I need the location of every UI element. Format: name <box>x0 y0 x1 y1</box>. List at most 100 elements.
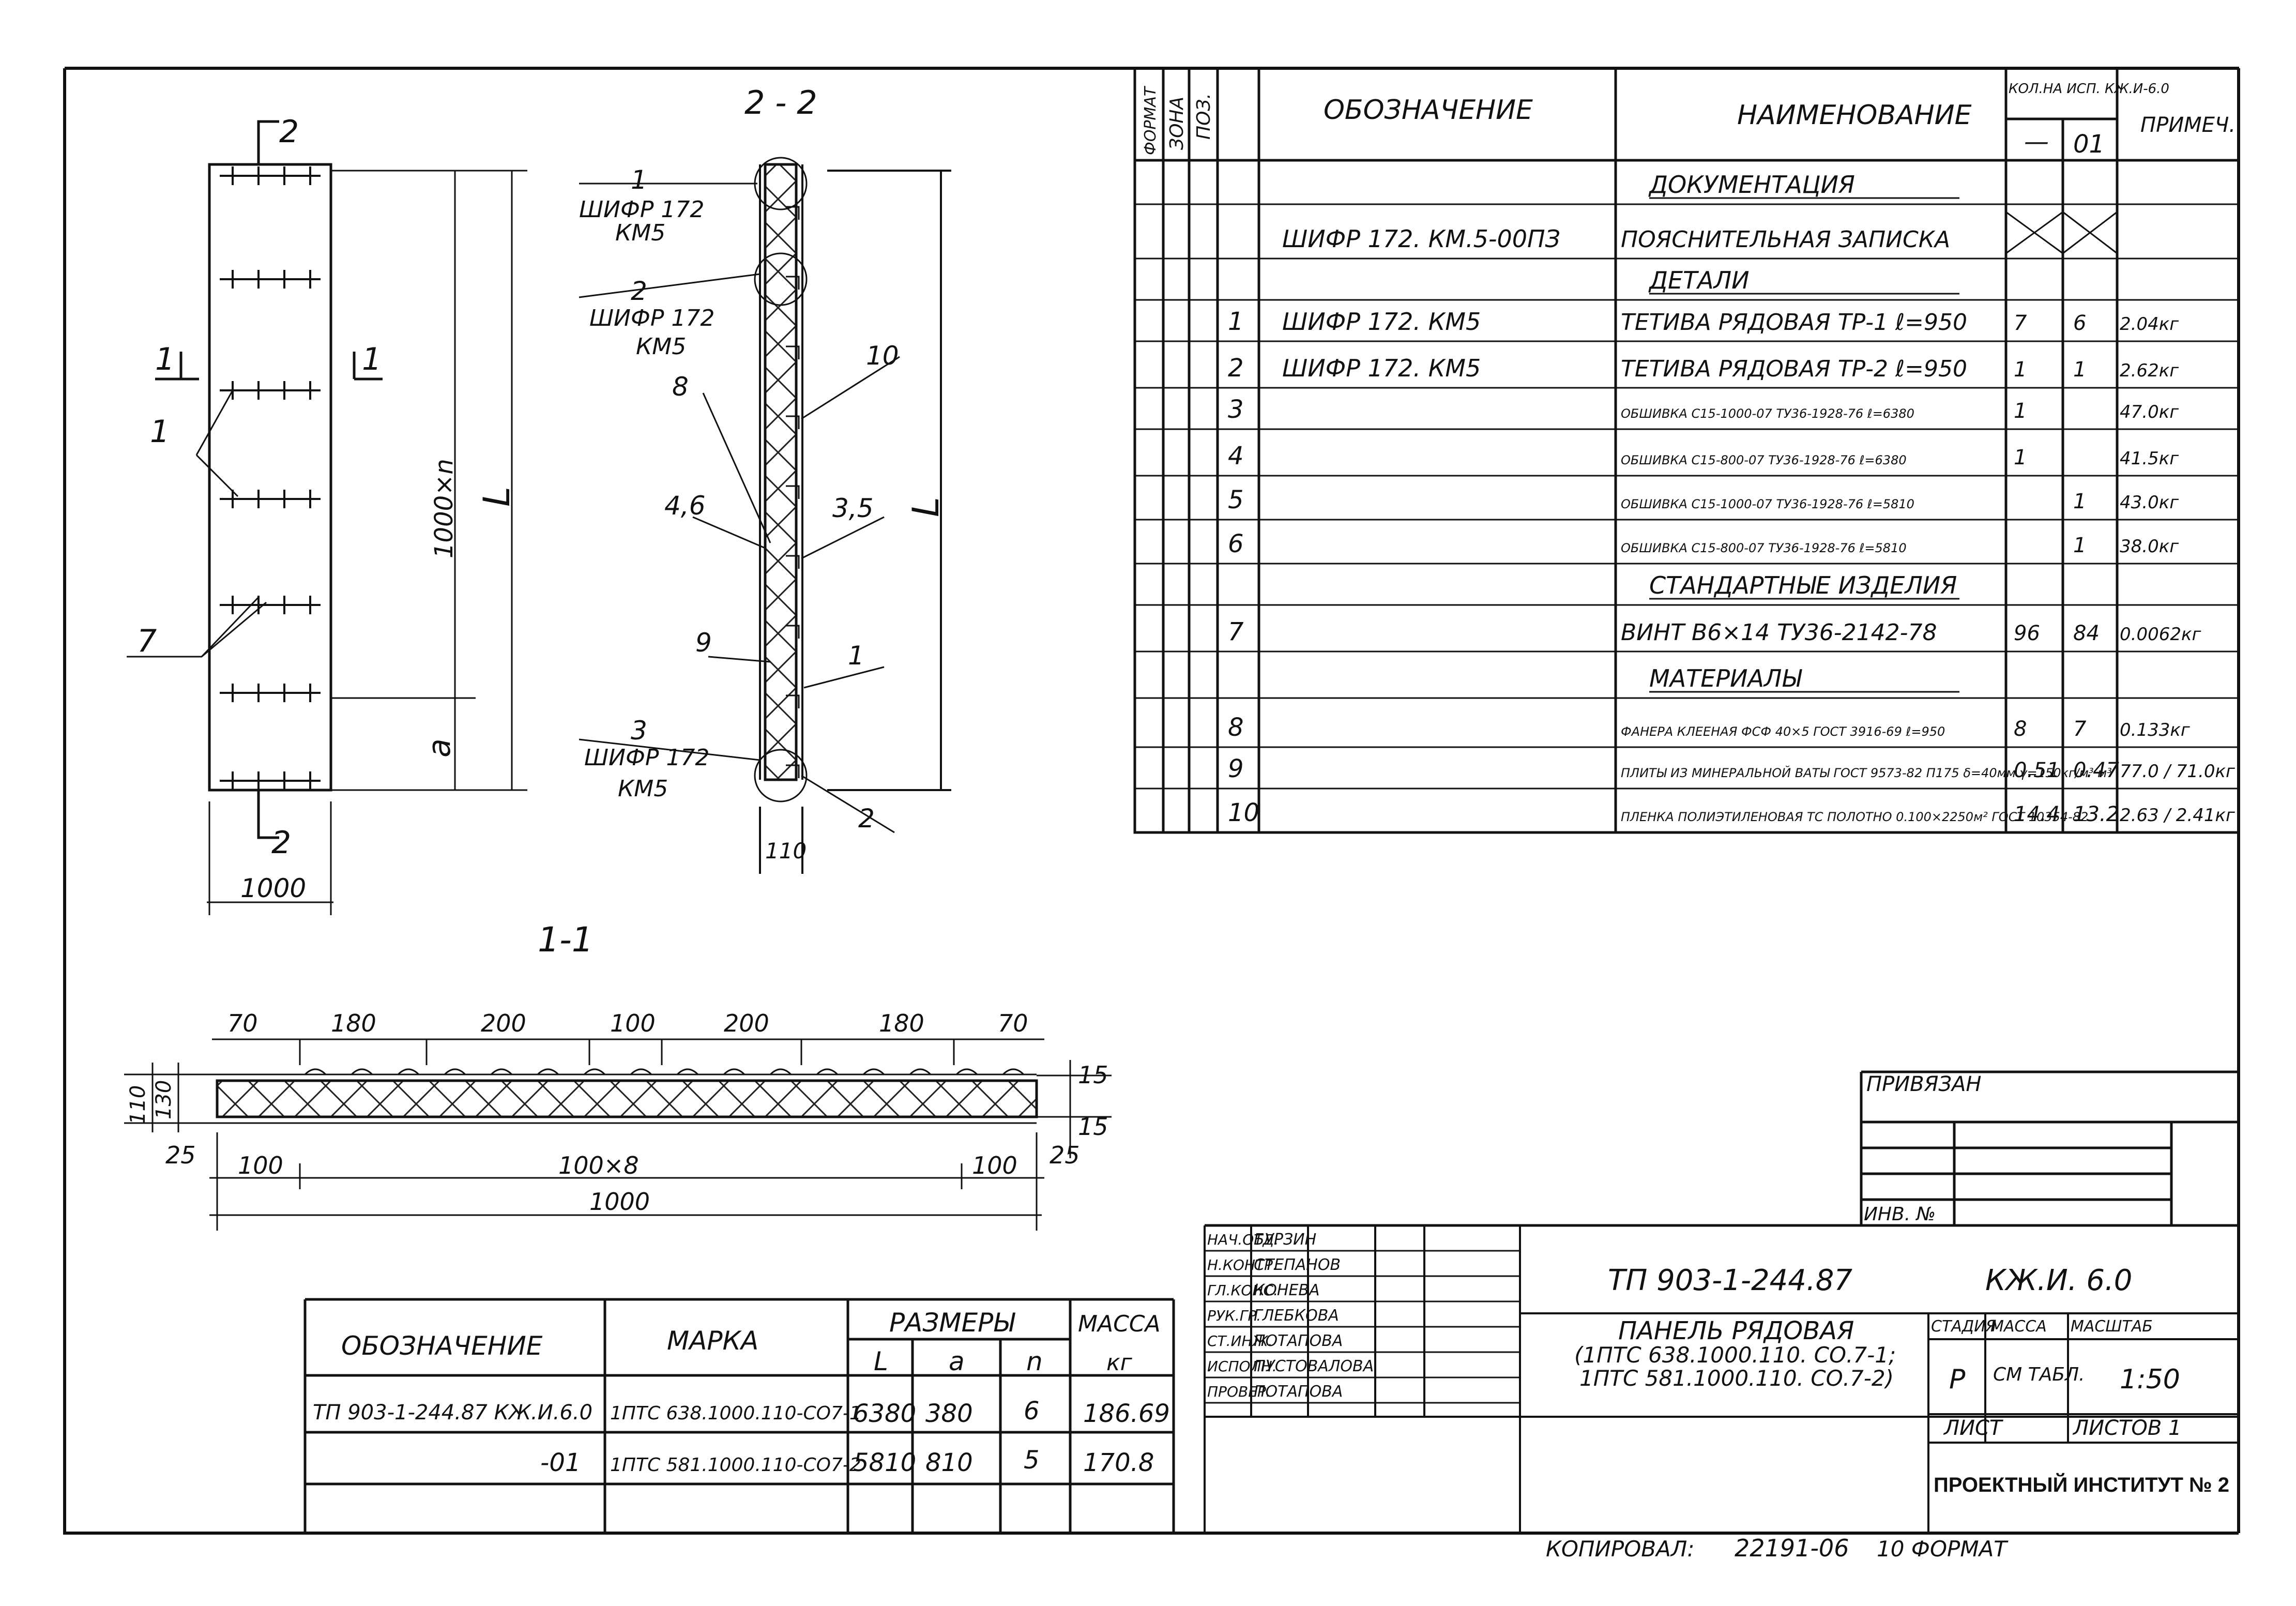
marks-header-mass-unit: кг <box>1106 1350 1133 1376</box>
sec11-dim-top-2: 180 <box>331 1009 376 1037</box>
sec11-dim-130: 130 <box>152 1080 176 1119</box>
spec-pos: 2 <box>1228 354 1244 383</box>
callout-10: 10 <box>866 341 899 371</box>
sheet-label: ЛИСТ <box>1943 1416 2004 1440</box>
panel-stud-row <box>220 166 321 185</box>
sec11-dim-top-7: 70 <box>998 1009 1028 1037</box>
spec-note: 41.5кг <box>2120 448 2179 469</box>
spec-header-designation: ОБОЗНАЧЕНИЕ <box>1324 95 1533 126</box>
spec-designation: ШИФР 172. КМ5 <box>1282 308 1481 336</box>
title-line-2: (1ПТС 638.1000.110. СО.7-1; <box>1574 1342 1896 1368</box>
section-rib <box>786 764 800 778</box>
role-title: СТ.ИНЖ. <box>1207 1332 1273 1350</box>
format-label: 10 ФОРМАТ <box>1877 1536 2009 1562</box>
spec-header-qty-a: — <box>2024 127 2049 156</box>
spec-pos: 9 <box>1228 754 1244 783</box>
section-2-2-title: 2 - 2 <box>744 84 817 122</box>
scale-header: МАСШТАБ <box>2071 1317 2153 1336</box>
role-name: ПОТАПОВА <box>1254 1383 1343 1401</box>
spec-section-heading: СТАНДАРТНЫЕ ИЗДЕЛИЯ <box>1649 571 1957 599</box>
spec-note: 2.04кг <box>2120 314 2179 335</box>
role-name: ПОТАПОВА <box>1254 1332 1343 1350</box>
spec-qty-a: 0.51 <box>2014 759 2060 782</box>
spec-qty-a: 96 <box>2014 622 2040 645</box>
marks-row1-designation: ТП 903-1-244.87 КЖ.И.6.0 <box>313 1401 592 1425</box>
spec-note: 77.0 / 71.0кг <box>2120 761 2236 782</box>
spec-qty-b: 1 <box>2073 534 2086 557</box>
sec11-dim-top-1: 70 <box>227 1009 258 1037</box>
spec-header-qty-b: 01 <box>2073 130 2105 159</box>
cut-mark-2-bottom: 2 <box>271 825 291 861</box>
panel-elevation: 2 2 1 1 1 7 1000×n L a 1000 <box>127 114 527 915</box>
sheet-corrugation <box>630 1068 652 1075</box>
sheet-corrugation <box>444 1068 466 1075</box>
spec-name: ОБШИВКА С15-800-07 ТУ36-1928-76 ℓ=6380 <box>1621 453 1907 467</box>
section-1-1: 1-1 70 180 200 100 200 180 70 110 130 15… <box>124 920 1112 1231</box>
sec11-dim-top-6: 180 <box>879 1009 924 1037</box>
sheet-corrugation <box>304 1068 327 1075</box>
marks-row1-mark: 1ПТС 638.1000.110-СО7-1 <box>610 1403 861 1424</box>
role-name: ПУСТОВАЛОВА <box>1254 1357 1374 1375</box>
stage-value: Р <box>1949 1364 1966 1395</box>
pos-7-label: 7 <box>137 623 157 659</box>
spec-qty-b: 0.47 <box>2073 759 2120 782</box>
section-rib <box>786 625 800 639</box>
spec-pos: 8 <box>1228 713 1244 742</box>
cut-mark-2-top: 2 <box>279 114 299 150</box>
callout-km5-2: КМ5 <box>636 334 686 360</box>
role-title: ИСПОЛН. <box>1207 1358 1277 1375</box>
panel-stud-row <box>220 490 321 508</box>
dim-1000n: 1000×n <box>430 459 459 558</box>
pos-1-label: 1 <box>150 414 170 450</box>
spec-designation: ШИФР 172. КМ5 <box>1282 354 1481 382</box>
callout-shifr-3: ШИФР 172 <box>584 745 709 771</box>
sheet-corrugation <box>955 1068 978 1075</box>
panel-stud-row <box>220 771 321 790</box>
marks-header-mark: МАРКА <box>667 1326 758 1356</box>
footer: КОПИРОВАЛ: 22191-06 10 ФОРМАТ <box>1546 1534 2009 1562</box>
spec-qty-b: 13.2 <box>2073 802 2119 826</box>
spec-name: ОБШИВКА С15-1000-07 ТУ36-1928-76 ℓ=6380 <box>1621 406 1914 421</box>
callout-9: 9 <box>695 628 712 658</box>
spec-pos: 4 <box>1228 442 1244 471</box>
sheet-corrugation <box>862 1068 885 1075</box>
cut-mark-1-right: 1 <box>362 341 382 377</box>
spec-pos: 5 <box>1228 486 1244 514</box>
section-rib <box>786 206 800 220</box>
spec-note: 38.0кг <box>2120 536 2179 557</box>
marks-header-designation: ОБОЗНАЧЕНИЕ <box>341 1331 543 1361</box>
callout-km5-3: КМ5 <box>618 776 668 802</box>
spec-pos: 3 <box>1228 395 1244 424</box>
sec11-dim-110: 110 <box>126 1085 150 1125</box>
callout-shifr-2: ШИФР 172 <box>589 305 714 331</box>
spec-name: ТЕТИВА РЯДОВАЯ ТР-1 ℓ=950 <box>1621 309 1967 336</box>
callout-1: 1 <box>631 165 647 195</box>
cut-mark-1-left: 1 <box>155 341 175 377</box>
copied-label: КОПИРОВАЛ: <box>1546 1536 1695 1562</box>
scale-value: 1:50 <box>2120 1364 2180 1395</box>
sec11-dim-25b: 25 <box>1050 1141 1080 1169</box>
sheet-corrugation <box>397 1068 420 1075</box>
marks-row2-mass: 170.8 <box>1083 1448 1154 1477</box>
spec-name: ТЕТИВА РЯДОВАЯ ТР-2 ℓ=950 <box>1621 356 1967 382</box>
sheet-corrugation <box>769 1068 792 1075</box>
section-1-1-title: 1-1 <box>538 920 594 960</box>
inv-label: ИНВ. № <box>1864 1204 1936 1225</box>
spec-header-note: ПРИМЕЧ. <box>2140 113 2236 137</box>
sec11-dim-15b: 15 <box>1078 1113 1108 1141</box>
spec-note: 0.133кг <box>2120 720 2191 740</box>
spec-qty-a: 14.4 <box>2014 802 2060 826</box>
spec-qty-a: 8 <box>2014 717 2027 741</box>
spec-qty-b: 84 <box>2073 622 2100 645</box>
callout-46: 4,6 <box>664 491 706 521</box>
callout-2: 2 <box>631 276 647 306</box>
title-block: ПРИВЯЗАН ИНВ. № НАЧ.ОТД.БУРЗИНН.КОНТР.СТ… <box>1204 1070 2239 1533</box>
marks-row2-designation: -01 <box>540 1448 581 1477</box>
dim-L-elev: L <box>476 487 518 507</box>
section-rib <box>786 415 800 429</box>
callout-35: 3,5 <box>832 493 874 523</box>
sheet-corrugation <box>816 1068 839 1075</box>
sheet-corrugation <box>490 1068 513 1075</box>
spec-designation: ШИФР 172. КМ.5-00ПЗ <box>1282 225 1560 253</box>
title-line-1: ПАНЕЛЬ РЯДОВАЯ <box>1618 1316 1854 1345</box>
